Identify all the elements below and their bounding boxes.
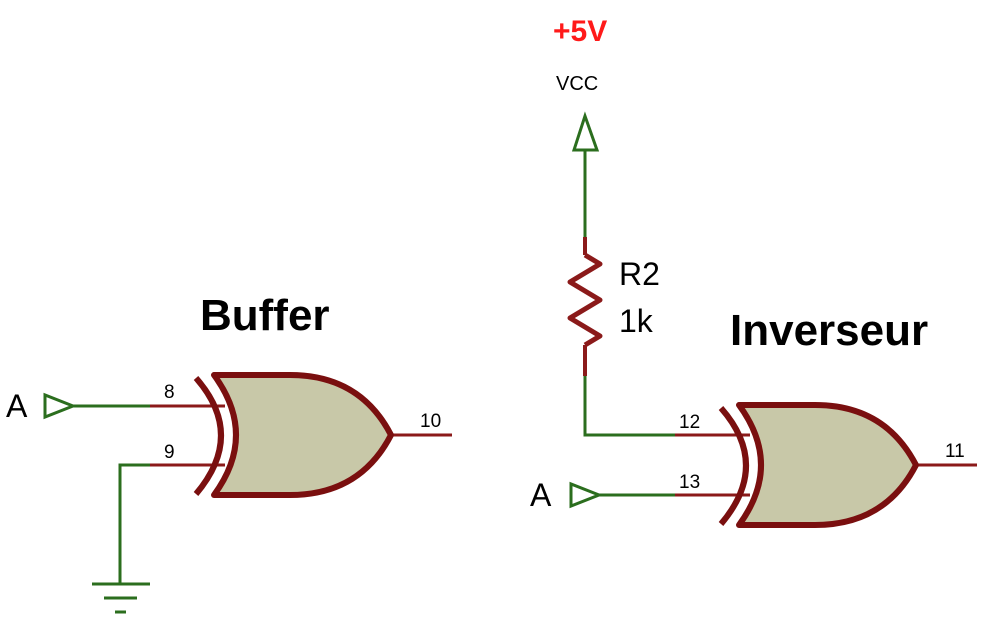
resistor-ref-label: R2 bbox=[619, 256, 660, 292]
inverter-input-label: A bbox=[530, 477, 552, 513]
inverter-pin12-label: 12 bbox=[679, 412, 700, 433]
buffer-pin9-label: 9 bbox=[164, 442, 175, 463]
vcc-net-label: VCC bbox=[556, 73, 598, 95]
inverter-title: Inverseur bbox=[730, 306, 928, 355]
buffer-pin8-label: 8 bbox=[164, 382, 175, 403]
inverter-pin13-label: 13 bbox=[679, 472, 700, 493]
inverter-pin11-label: 11 bbox=[945, 441, 965, 462]
buffer-input-port-icon bbox=[43, 392, 78, 420]
resistor-value-label: 1k bbox=[619, 303, 654, 339]
buffer-xor-gate bbox=[193, 372, 394, 498]
supply-voltage-label: +5V bbox=[553, 15, 607, 48]
buffer-title: Buffer bbox=[200, 291, 330, 340]
ground-icon bbox=[92, 582, 150, 614]
inverter-xor-gate bbox=[718, 402, 919, 528]
vcc-power-icon bbox=[571, 111, 600, 152]
buffer-ground-wire bbox=[118, 463, 150, 583]
buffer-input-label: A bbox=[6, 388, 28, 424]
inverter-input-port-icon bbox=[569, 481, 604, 509]
resistor-r2 bbox=[567, 237, 603, 376]
buffer-pin10-label: 10 bbox=[420, 411, 441, 432]
pullup-wire bbox=[583, 376, 675, 437]
